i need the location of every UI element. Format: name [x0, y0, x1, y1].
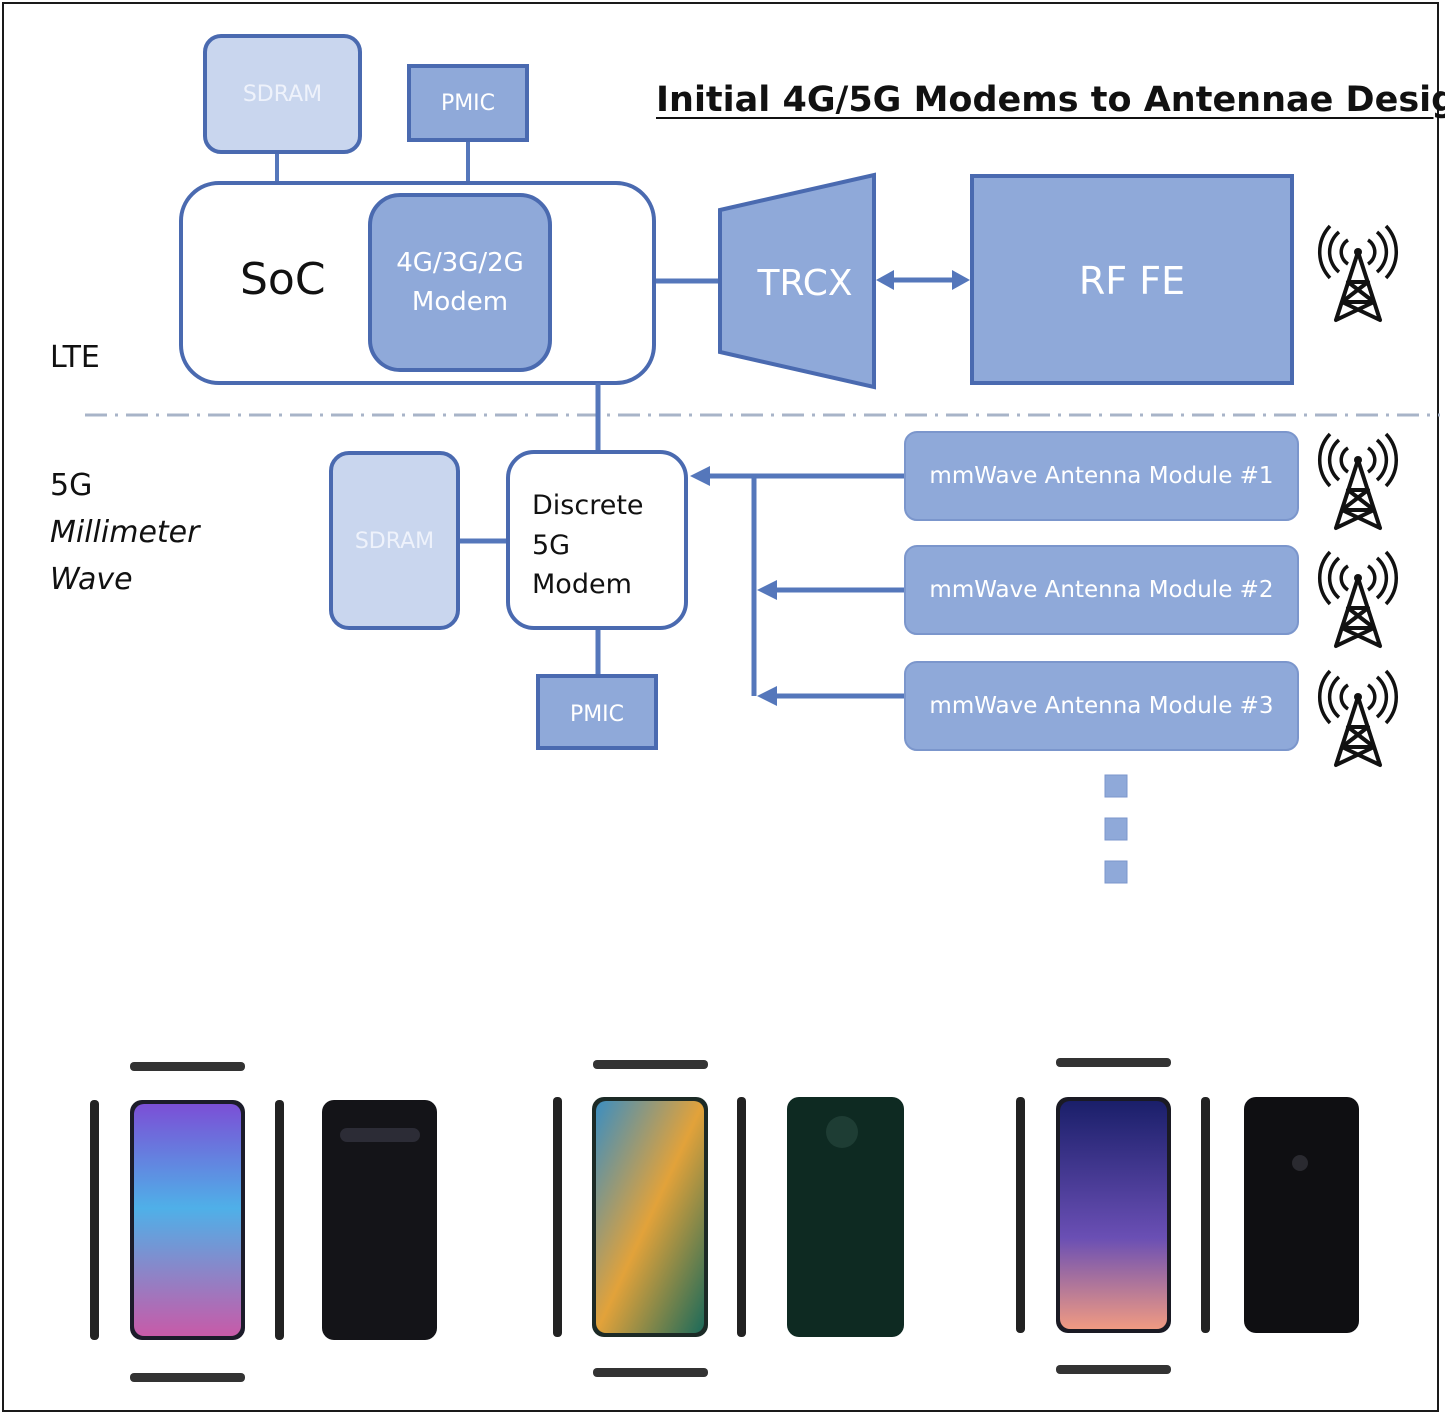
phone-group-3	[1016, 1058, 1359, 1374]
discrete-modem-label-line3: Modem	[532, 569, 632, 600]
phone-group-1	[90, 1062, 437, 1382]
antenna-tower-icon	[1317, 550, 1399, 648]
antenna-tower-icon	[1317, 224, 1399, 322]
sdram-bottom-block	[329, 451, 460, 630]
lte-modem-label-line1: 4G/3G/2G	[396, 248, 524, 278]
lte-modem-block	[368, 193, 552, 372]
continuation-dot-3	[1104, 860, 1128, 884]
antenna-module-1-label: mmWave Antenna Module #1	[929, 463, 1274, 489]
pmic-bottom-label: PMIC	[569, 701, 625, 727]
trcx-label: TRCX	[757, 262, 853, 304]
pmic-top-label: PMIC	[440, 90, 496, 116]
antenna-tower-icon	[1317, 432, 1399, 530]
sdram-top-label: SDRAM	[242, 81, 323, 107]
rffe-block	[970, 174, 1294, 385]
sdram-bottom-label: SDRAM	[354, 528, 435, 554]
antenna-module-2-block	[904, 545, 1299, 635]
phone-group-2	[553, 1060, 904, 1377]
soc-label: SoC	[240, 254, 326, 305]
antenna-module-3-block	[904, 661, 1299, 751]
discrete-modem-label-line2: 5G	[532, 530, 571, 561]
lte-modem-label-line2: Modem	[411, 287, 509, 317]
antenna-module-1-block	[904, 431, 1299, 521]
diagram-title: Initial 4G/5G Modems to Antennae Desig	[656, 80, 1445, 120]
mmwave-label-line2: Millimeter	[50, 515, 200, 550]
continuation-dot-1	[1104, 774, 1128, 798]
pmic-top-block	[407, 64, 529, 142]
mmwave-label-line3: Wave	[50, 562, 133, 597]
discrete-modem-block	[506, 450, 688, 630]
trcx-block	[718, 172, 876, 390]
pmic-bottom-block	[536, 674, 658, 750]
sdram-top-block	[203, 34, 362, 154]
antenna-module-2-label: mmWave Antenna Module #2	[929, 577, 1274, 603]
continuation-dot-2	[1104, 817, 1128, 841]
antenna-module-3-label: mmWave Antenna Module #3	[929, 693, 1274, 719]
discrete-modem-label-line1: Discrete	[532, 490, 644, 521]
rffe-label: RF FE	[1078, 259, 1186, 303]
antenna-tower-icon	[1317, 669, 1399, 767]
lte-label: LTE	[50, 340, 100, 375]
mmwave-label-line1: 5G	[50, 468, 93, 503]
